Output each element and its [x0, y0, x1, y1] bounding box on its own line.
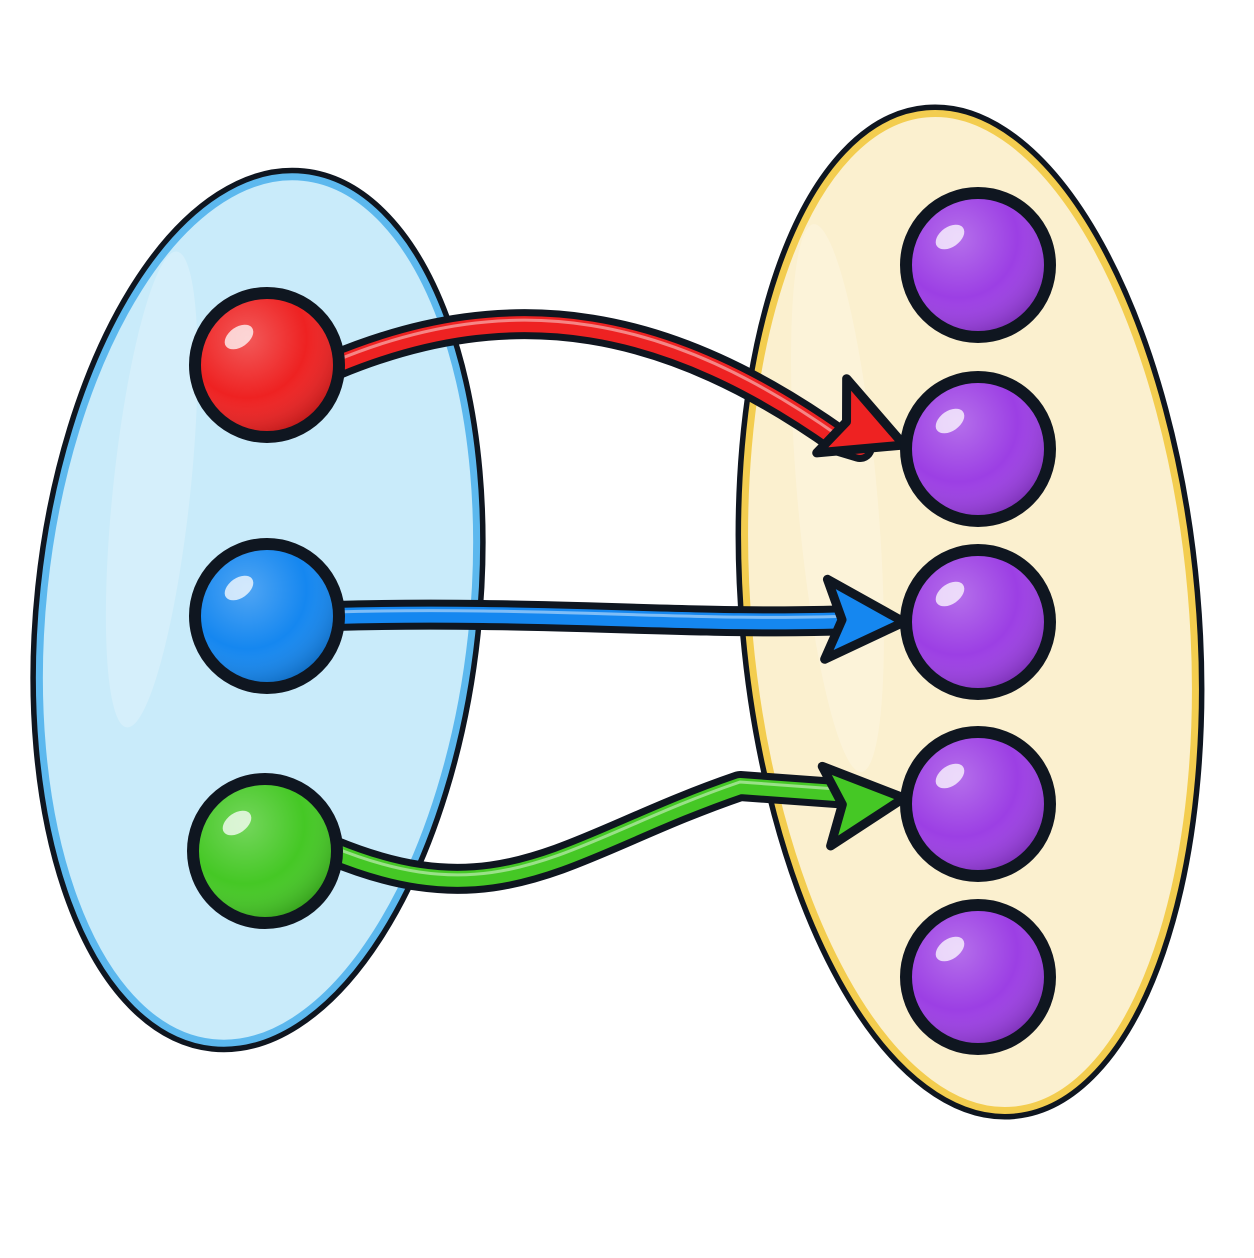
- codomain-element-5: [900, 899, 1056, 1055]
- codomain-element-4: [900, 726, 1056, 882]
- codomain-element-1: [900, 187, 1056, 343]
- arrow-head-1: [812, 374, 909, 458]
- codomain-element-3: [900, 544, 1056, 700]
- arrow-head-3: [817, 761, 909, 851]
- domain-element-2: [189, 538, 345, 694]
- codomain-element-2: [900, 371, 1056, 527]
- elements-layer: [187, 187, 1056, 1055]
- mapping-arrow-3: [318, 761, 909, 894]
- arrow-head-2: [820, 574, 909, 664]
- domain-element-3: [187, 773, 343, 929]
- arrows-layer: [318, 309, 909, 894]
- mapping-arrow-1: [320, 309, 909, 462]
- domain-element-1: [189, 287, 345, 443]
- mapping-arrow-2: [320, 574, 909, 664]
